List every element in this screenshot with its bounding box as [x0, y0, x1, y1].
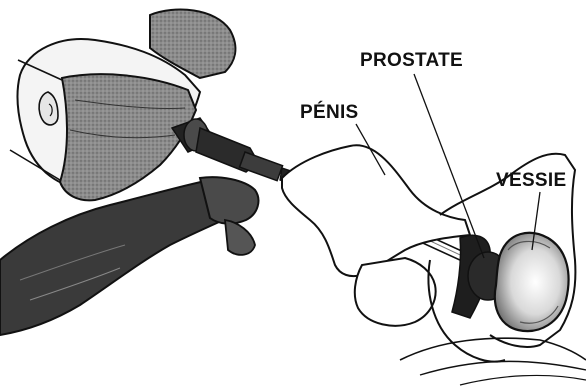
- surgeon-glove: [0, 177, 258, 335]
- scrotum-outline: [355, 258, 436, 326]
- penis-outline: [282, 145, 470, 276]
- label-prostate: PROSTATE: [360, 50, 463, 71]
- label-bladder: VESSIE: [496, 170, 566, 191]
- label-penis: PÉNIS: [300, 101, 359, 123]
